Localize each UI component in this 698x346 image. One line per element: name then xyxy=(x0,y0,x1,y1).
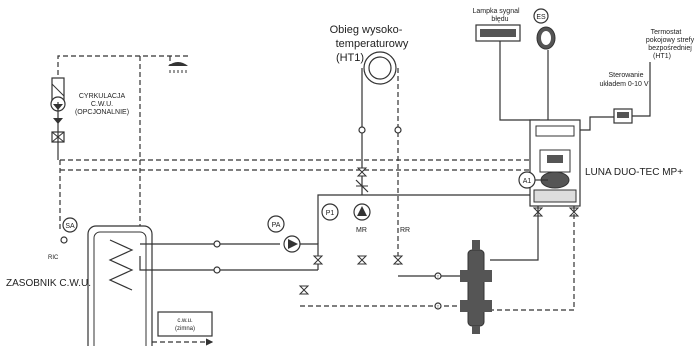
error-lamp-label-2: błędu xyxy=(491,16,508,23)
ht-circuit-label-2: temperaturowy xyxy=(336,38,409,50)
pa-label: PA xyxy=(272,222,281,229)
es-label: ES xyxy=(536,14,546,21)
tank-return-pipe xyxy=(139,256,318,271)
boiler-name: LUNA DUO-TEC MP+ xyxy=(585,167,683,178)
shower-icon xyxy=(168,62,188,73)
boiler-flow-pipe xyxy=(490,206,539,261)
hot-water-tank xyxy=(87,225,153,346)
separator-thermometer-2-label: T xyxy=(437,304,440,309)
ht-circuit-label-3: (HT1) xyxy=(336,52,364,64)
main-flow-pipe xyxy=(317,194,530,244)
thermostat-label-3: bezpośredniej xyxy=(648,45,692,52)
control-wire xyxy=(580,116,614,131)
outdoor-sensor-icon xyxy=(536,26,556,50)
valve-ht1-lower xyxy=(356,255,368,265)
control-label-2: układem 0-10 V xyxy=(599,81,648,88)
separator-thermometer-1 xyxy=(434,272,442,280)
recirc-label-3: (OPCJONALNIE) xyxy=(75,109,129,116)
cold-water-label-2: (zimna) xyxy=(175,326,195,332)
valve-pa xyxy=(312,255,324,265)
tank-return-thermometer xyxy=(213,266,221,274)
es-badge xyxy=(533,8,549,24)
p1-pump xyxy=(353,203,371,221)
check-valve-icon xyxy=(355,179,369,193)
recirc-top-pipe xyxy=(57,55,190,75)
ht1-emitter xyxy=(363,51,397,85)
sa-sensor-dot xyxy=(60,236,68,244)
thermostat-label-2: pokojowy strefy xyxy=(646,37,695,44)
sa-badge xyxy=(62,217,78,233)
thermostat-label-4: (HT1) xyxy=(653,53,671,60)
control-module-icon xyxy=(613,108,633,124)
mr-label: MR xyxy=(356,227,367,234)
sa-label: SA xyxy=(65,223,75,230)
error-lamp-label-1: Lampka sygnal xyxy=(472,8,520,15)
separator-thermometer-1-label: T xyxy=(437,274,440,279)
error-lamp-display xyxy=(480,29,516,37)
recirc-label-1: CYRKULACJA xyxy=(79,93,126,100)
boiler xyxy=(529,119,581,207)
cold-water-box xyxy=(157,311,213,337)
ht1-return-thermometer xyxy=(394,126,402,134)
ric-label: RIC xyxy=(48,255,59,261)
valve-ht1-supply xyxy=(356,167,368,177)
control-label-1: Sterowanie xyxy=(608,72,643,79)
a1-label: A1 xyxy=(523,178,532,185)
ht1-supply-thermometer xyxy=(358,126,366,134)
recirc-label-2: C.W.U. xyxy=(91,101,113,108)
thermostat-wire xyxy=(632,62,651,117)
boiler-return-pipe xyxy=(490,206,575,311)
cold-water-label-1: c.w.u. xyxy=(177,318,193,324)
hydraulic-separator xyxy=(460,240,492,334)
valve-tank-return xyxy=(298,285,310,295)
p1-label: P1 xyxy=(326,210,335,217)
pa-badge xyxy=(267,215,285,233)
tank-flow-thermometer xyxy=(213,240,221,248)
valve-boiler-return xyxy=(568,207,580,217)
separator-thermometer-2 xyxy=(434,302,442,310)
pa-pump xyxy=(283,235,301,253)
thermostat-label-1: Termostat xyxy=(651,29,682,36)
ht-circuit-label-1: Obieg wysoko- xyxy=(330,24,403,36)
rr-label: RR xyxy=(400,227,410,234)
error-lamp-wire xyxy=(499,41,540,121)
tank-name: ZASOBNIK C.W.U. xyxy=(6,278,91,289)
p1-badge xyxy=(321,203,339,221)
valve-ht1-return xyxy=(392,255,404,265)
